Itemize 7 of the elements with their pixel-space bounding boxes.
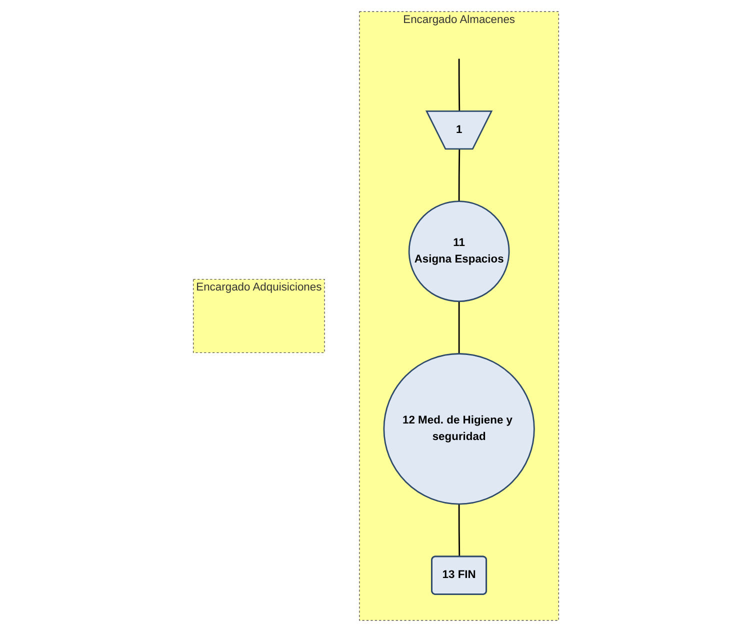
- connector: [458, 58, 460, 112]
- node-circle: 11 Asigna Espacios: [408, 200, 510, 302]
- node-box: Encargado Adquisiciones: [192, 278, 325, 354]
- connector: [458, 149, 460, 202]
- node-circle: 12 Med. de Higiene y seguridad: [383, 353, 535, 505]
- connector: [458, 301, 460, 354]
- connector: [458, 504, 460, 557]
